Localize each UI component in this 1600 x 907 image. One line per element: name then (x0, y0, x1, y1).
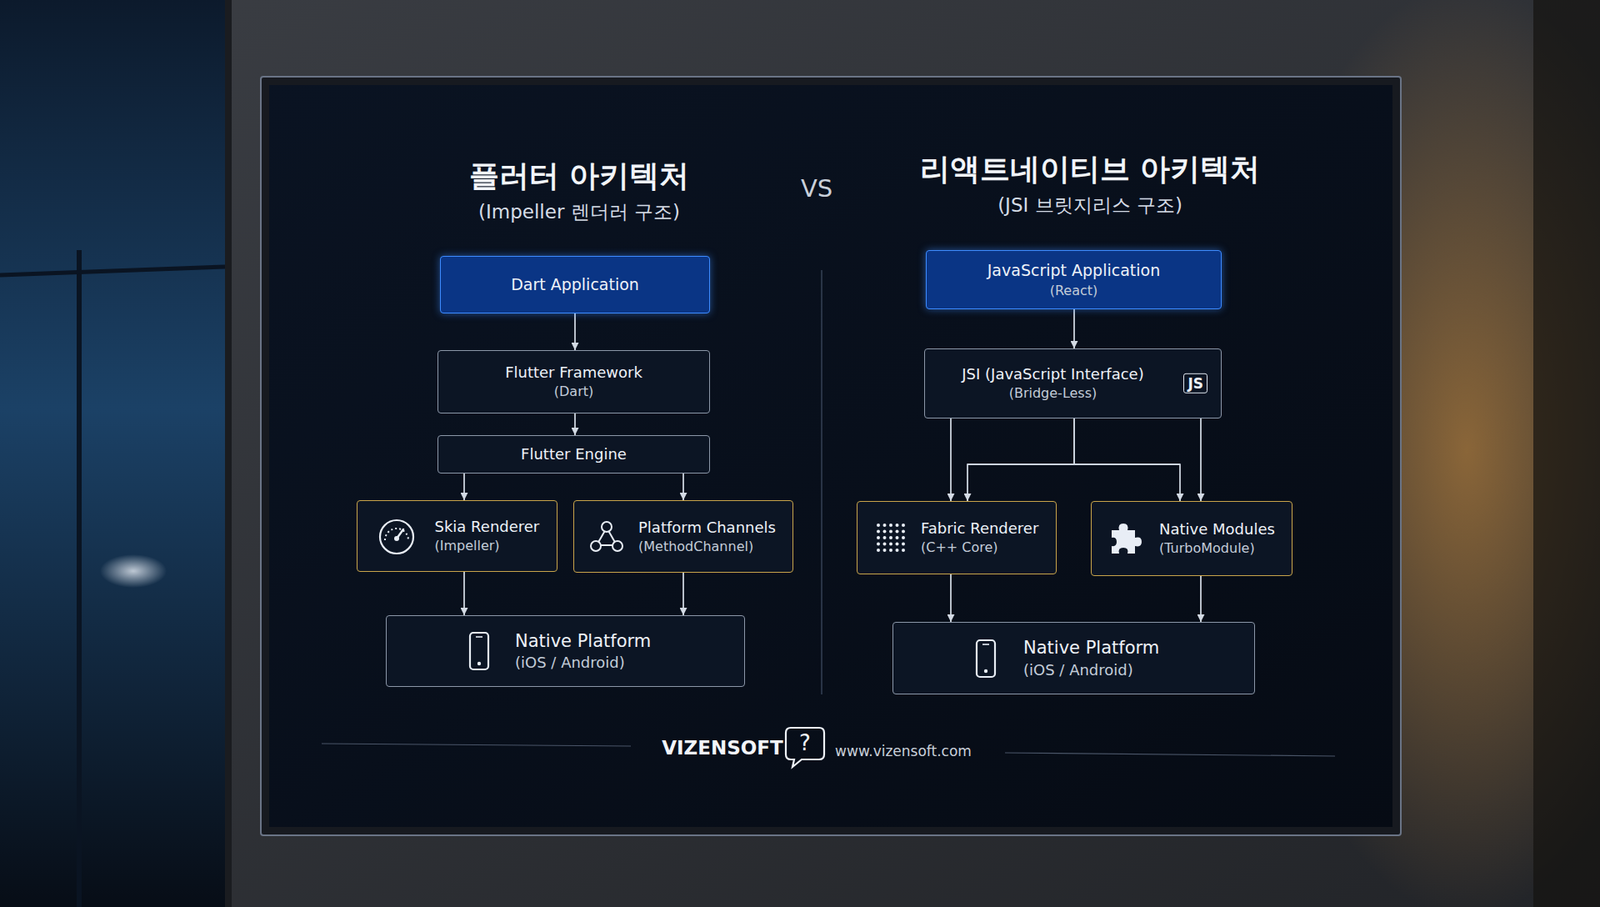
renderer-box: Fabric Renderer(C++ Core) (856, 500, 1057, 575)
node-subtitle: (Bridge-Less) (1009, 384, 1098, 403)
node-subtitle: (Dart) (554, 382, 594, 401)
flow-arrow (682, 572, 685, 615)
versus-mark: VS (800, 174, 833, 204)
flow-arrow (574, 413, 576, 435)
node-subtitle: (TurboModule) (1159, 539, 1255, 558)
window-frame (0, 266, 225, 275)
process-box: Flutter Engine (437, 435, 710, 474)
window (0, 0, 225, 907)
diagram-title: 리액트네이티브 아키텍처 (920, 150, 1261, 187)
gauge-icon (375, 515, 418, 557)
flow-arrow (1073, 309, 1075, 349)
phone-icon (466, 630, 492, 672)
window-light (100, 554, 167, 588)
node-subtitle: (MethodChannel) (638, 537, 754, 556)
node-title: Skia Renderer (435, 516, 540, 537)
diagram-title: 플러터 아키텍처 (469, 157, 690, 194)
flow-arrow (682, 473, 685, 500)
js-badge: JS (1183, 373, 1208, 394)
node-title: Native Modules (1159, 519, 1275, 540)
website-url: www.vizensoft.com (835, 742, 972, 760)
node-title: Flutter Engine (520, 444, 627, 465)
diagram-subtitle: (JSI 브릿지리스 구조) (997, 194, 1183, 218)
logo-bubble (785, 727, 825, 767)
renderer-box: Skia Renderer(Impeller) (356, 500, 558, 572)
brand-name: VIZENSOFT (661, 736, 784, 760)
node-title: Dart Application (510, 274, 640, 296)
divider-line (820, 270, 823, 695)
logo-mark: ? (799, 730, 811, 756)
wall-shadow (1533, 0, 1600, 907)
node-title: JSI (JavaScript Interface) (961, 364, 1144, 385)
flow-arrow (574, 313, 576, 350)
flow-arrow (967, 418, 1075, 501)
puzzle-icon (1106, 520, 1144, 557)
node-subtitle: (C++ Core) (920, 538, 999, 557)
flow-arrow (1200, 418, 1202, 501)
window-frame (76, 250, 82, 907)
flow-arrow (463, 473, 465, 500)
footer-rule (321, 743, 631, 746)
node-title: Native Platform (515, 629, 651, 653)
interface-box: JSI (JavaScript Interface)(Bridge-Less) J… (924, 348, 1222, 419)
node-title: Fabric Renderer (920, 518, 1039, 539)
process-box: Flutter Framework(Dart) (437, 350, 710, 414)
module-box: Native Modules(TurboModule) (1090, 500, 1293, 576)
footer-rule (1005, 752, 1335, 756)
app-box: JavaScript Application(React) (925, 250, 1222, 310)
node-title: JavaScript Application (987, 260, 1160, 282)
node-subtitle: (iOS / Android) (515, 652, 625, 673)
app-box: Dart Application (440, 255, 710, 314)
phone-icon (973, 637, 999, 680)
node-subtitle: (iOS / Android) (1023, 660, 1134, 680)
diagram-subtitle: (Impeller 렌더러 구조) (478, 200, 680, 225)
node-title: Native Platform (1023, 635, 1160, 660)
grid-icon (874, 520, 908, 555)
flow-arrow (1074, 418, 1180, 501)
node-title: Platform Channels (638, 517, 776, 538)
flow-arrow (950, 574, 952, 622)
wall-edge (225, 0, 232, 907)
channel-box: Platform Channels(MethodChannel) (573, 500, 794, 573)
node-title: Flutter Framework (505, 362, 643, 383)
platform-box: Native Platform(iOS / Android) (892, 621, 1255, 695)
flow-arrow (1200, 575, 1202, 622)
network-icon (587, 517, 626, 556)
platform-box: Native Platform(iOS / Android) (385, 615, 745, 687)
screen-frame (260, 76, 1401, 835)
node-subtitle: (React) (1050, 281, 1099, 300)
flow-arrow (463, 571, 465, 615)
screen-panel (269, 85, 1393, 827)
node-subtitle: (Impeller) (435, 536, 500, 555)
flow-arrow (950, 418, 952, 501)
